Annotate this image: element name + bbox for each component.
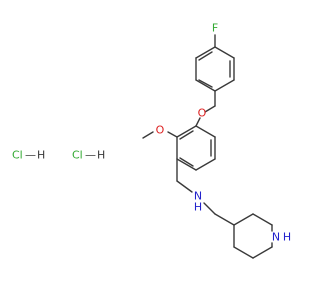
salt-bond: —	[25, 149, 36, 162]
hcl-salt-2: Cl — H	[72, 149, 105, 162]
chlorine-atom: Cl	[72, 149, 83, 162]
n-ch2-bond	[203, 202, 216, 215]
amine-hydrogen: H	[194, 201, 202, 214]
hcl-salt-1: Cl — H	[12, 149, 45, 162]
ch2-o-bond	[204, 105, 216, 113]
ch2-piperidine-bond	[214, 213, 235, 226]
molecule-diagram: F O O N H N H Cl — H Cl — H	[12, 22, 291, 259]
piperidine-hydrogen: H	[283, 231, 291, 244]
fluorophenyl-ring	[195, 46, 235, 92]
piperidine-nitrogen-atom: N	[272, 231, 280, 244]
central-benzene-ring	[176, 125, 216, 171]
piperidine-ring	[233, 213, 273, 259]
amine-nitrogen-atom: N	[194, 190, 202, 203]
salt-bond: —	[85, 149, 96, 162]
o-ring-bond	[195, 117, 201, 127]
salt-hydrogen: H	[37, 149, 45, 162]
methoxy-methyl-bond	[142, 131, 154, 139]
chlorine-atom: Cl	[12, 149, 23, 162]
benzyl-bond-2	[176, 180, 193, 193]
fluorine-atom: F	[212, 22, 218, 35]
methoxy-oxygen-atom: O	[156, 124, 165, 137]
ether-oxygen-atom: O	[198, 107, 207, 120]
salt-hydrogen: H	[97, 149, 105, 162]
methoxy-ring-bond	[167, 131, 178, 138]
structure-canvas: F O O N H N H Cl — H Cl — H	[12, 22, 291, 259]
